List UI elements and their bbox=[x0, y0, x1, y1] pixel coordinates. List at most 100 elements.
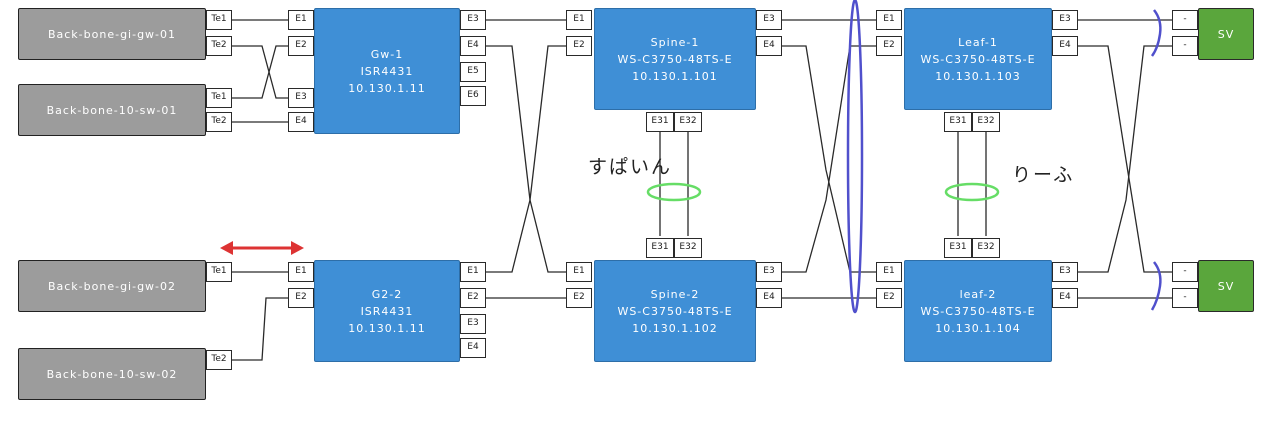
node-server-2: SV bbox=[1198, 260, 1254, 312]
wire-spine2-e3-leaf1-e2 bbox=[782, 45, 876, 273]
node-name: G2-2 bbox=[371, 287, 403, 301]
node-model: WS-C3750-48TS-E bbox=[920, 304, 1036, 318]
wire-bbgw01-te2-gw1-e3 bbox=[232, 45, 288, 99]
node-label: Back-bone-gi-gw-02 bbox=[47, 279, 177, 293]
port-dash: - bbox=[1172, 10, 1198, 30]
wire-bbsw02-te2-gw2-e2 bbox=[232, 297, 288, 361]
port-e4: E4 bbox=[1052, 288, 1078, 308]
port-e2: E2 bbox=[876, 288, 902, 308]
spine-note: すぱいん bbox=[588, 156, 673, 178]
node-leaf-1: Leaf-1 WS-C3750-48TS-E 10.130.1.103 bbox=[904, 8, 1052, 110]
port-e5: E5 bbox=[460, 62, 486, 82]
node-label: SV bbox=[1217, 27, 1235, 41]
node-label: SV bbox=[1217, 279, 1235, 293]
node-name: Leaf-1 bbox=[958, 35, 998, 49]
port-e4: E4 bbox=[756, 288, 782, 308]
port-e3: E3 bbox=[1052, 262, 1078, 282]
node-backbone-gi-gw-02: Back-bone-gi-gw-02 bbox=[18, 260, 206, 312]
port-e1: E1 bbox=[566, 262, 592, 282]
leaf-stack-ring bbox=[944, 182, 1000, 202]
port-te1: Te1 bbox=[206, 262, 232, 282]
node-spine-2: Spine-2 WS-C3750-48TS-E 10.130.1.102 bbox=[594, 260, 756, 362]
port-e2: E2 bbox=[288, 288, 314, 308]
node-ip: 10.130.1.104 bbox=[935, 321, 1021, 335]
port-e32: E32 bbox=[674, 112, 702, 132]
node-label: Back-bone-10-sw-02 bbox=[46, 367, 178, 381]
node-label: Back-bone-gi-gw-01 bbox=[47, 27, 177, 41]
node-gw-2: G2-2 ISR4431 10.130.1.11 bbox=[314, 260, 460, 362]
port-e32: E32 bbox=[674, 238, 702, 258]
node-backbone-gi-gw-01: Back-bone-gi-gw-01 bbox=[18, 8, 206, 60]
node-label: Back-bone-10-sw-01 bbox=[46, 103, 178, 117]
port-dash: - bbox=[1172, 262, 1198, 282]
port-e31: E31 bbox=[646, 112, 674, 132]
node-name: Spine-1 bbox=[650, 35, 700, 49]
port-e2: E2 bbox=[876, 36, 902, 56]
port-e4: E4 bbox=[288, 112, 314, 132]
spine-leaf-bundle-mark bbox=[846, 0, 864, 314]
port-e4: E4 bbox=[460, 36, 486, 56]
port-e1: E1 bbox=[876, 10, 902, 30]
port-e3: E3 bbox=[756, 262, 782, 282]
node-backbone-10-sw-02: Back-bone-10-sw-02 bbox=[18, 348, 206, 400]
node-backbone-10-sw-01: Back-bone-10-sw-01 bbox=[18, 84, 206, 136]
node-leaf-2: leaf-2 WS-C3750-48TS-E 10.130.1.104 bbox=[904, 260, 1052, 362]
node-ip: 10.130.1.11 bbox=[348, 321, 426, 335]
port-e6: E6 bbox=[460, 86, 486, 106]
node-name: leaf-2 bbox=[959, 287, 997, 301]
port-e1: E1 bbox=[460, 262, 486, 282]
port-e2: E2 bbox=[566, 36, 592, 56]
node-ip: 10.130.1.101 bbox=[632, 69, 718, 83]
port-e4: E4 bbox=[1052, 36, 1078, 56]
port-e31: E31 bbox=[944, 112, 972, 132]
port-e2: E2 bbox=[288, 36, 314, 56]
wire-gw2-e1-spine1-e2 bbox=[486, 45, 566, 273]
port-e1: E1 bbox=[566, 10, 592, 30]
sv1-bond-mark bbox=[1150, 9, 1162, 57]
port-e4: E4 bbox=[756, 36, 782, 56]
wire-bbsw01-te1-gw1-e2 bbox=[232, 45, 288, 99]
node-server-1: SV bbox=[1198, 8, 1254, 60]
sv2-bond-mark bbox=[1150, 261, 1162, 311]
node-gw-1: Gw-1 ISR4431 10.130.1.11 bbox=[314, 8, 460, 134]
port-te2: Te2 bbox=[206, 112, 232, 132]
node-spine-1: Spine-1 WS-C3750-48TS-E 10.130.1.101 bbox=[594, 8, 756, 110]
node-model: WS-C3750-48TS-E bbox=[920, 52, 1036, 66]
port-e2: E2 bbox=[460, 288, 486, 308]
port-e3: E3 bbox=[756, 10, 782, 30]
port-e1: E1 bbox=[288, 10, 314, 30]
port-te2: Te2 bbox=[206, 36, 232, 56]
port-e1: E1 bbox=[288, 262, 314, 282]
red-double-arrow-icon bbox=[220, 241, 304, 255]
port-dash: - bbox=[1172, 288, 1198, 308]
port-te1: Te1 bbox=[206, 10, 232, 30]
leaf-note: りーふ bbox=[1012, 164, 1075, 186]
port-e32: E32 bbox=[972, 238, 1000, 258]
port-e2: E2 bbox=[566, 288, 592, 308]
port-e32: E32 bbox=[972, 112, 1000, 132]
port-e3: E3 bbox=[1052, 10, 1078, 30]
port-e3: E3 bbox=[288, 88, 314, 108]
port-e3: E3 bbox=[460, 314, 486, 334]
node-ip: 10.130.1.11 bbox=[348, 81, 426, 95]
node-ip: 10.130.1.102 bbox=[632, 321, 718, 335]
port-te2: Te2 bbox=[206, 350, 232, 370]
node-model: ISR4431 bbox=[360, 304, 414, 318]
wire-leaf2-e3-sv1 bbox=[1078, 45, 1172, 273]
node-model: WS-C3750-48TS-E bbox=[617, 304, 733, 318]
node-ip: 10.130.1.103 bbox=[935, 69, 1021, 83]
node-model: ISR4431 bbox=[360, 64, 414, 78]
wire-gw1-e4-spine2-e1 bbox=[486, 45, 566, 273]
port-e1: E1 bbox=[876, 262, 902, 282]
node-name: Spine-2 bbox=[650, 287, 700, 301]
node-name: Gw-1 bbox=[370, 47, 404, 61]
port-e3: E3 bbox=[460, 10, 486, 30]
port-e4: E4 bbox=[460, 338, 486, 358]
port-dash: - bbox=[1172, 36, 1198, 56]
port-e31: E31 bbox=[646, 238, 674, 258]
port-e31: E31 bbox=[944, 238, 972, 258]
port-te1: Te1 bbox=[206, 88, 232, 108]
wire-leaf1-e4-sv2 bbox=[1078, 45, 1172, 273]
node-model: WS-C3750-48TS-E bbox=[617, 52, 733, 66]
